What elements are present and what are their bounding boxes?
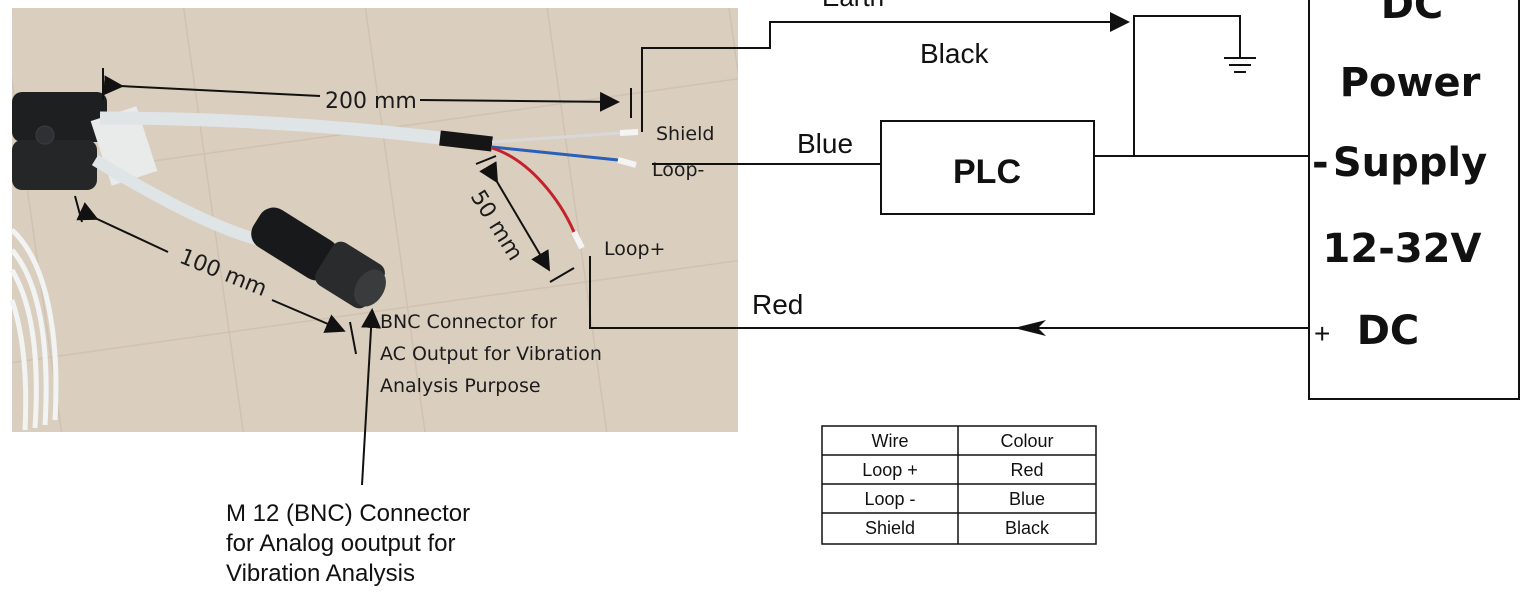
table-cell-wire: Loop + (862, 460, 918, 480)
table-cell-wire: Shield (865, 518, 915, 538)
table-cell-wire: Loop - (864, 489, 915, 509)
branch-cable (91, 154, 262, 246)
power-supply-box (1308, 0, 1520, 400)
loop-plus-label: Loop+ (604, 238, 665, 260)
dim-200-label: 200 mm (325, 89, 417, 114)
plc-box (880, 120, 1095, 215)
m12-callout-line1: M 12 (BNC) Connector (226, 500, 470, 527)
red-label: Red (752, 289, 803, 320)
sensor-body (12, 92, 158, 190)
red-wire (589, 256, 1309, 329)
earth-wire (641, 12, 1130, 132)
table-header-colour: Colour (1000, 431, 1053, 451)
m12-callout-line3: Vibration Analysis (226, 560, 415, 587)
table-header-wire: Wire (872, 431, 909, 451)
main-cable (99, 111, 441, 145)
ground-icon (1133, 15, 1256, 156)
plc-label: PLC (953, 153, 1021, 191)
table-cell-colour: Blue (1009, 489, 1045, 509)
coiled-cable (9, 228, 59, 431)
table-cell-colour: Red (1010, 460, 1043, 480)
earth-label: Earth (822, 0, 884, 12)
dimension-100 (74, 195, 357, 355)
red-wire-arrow (1014, 320, 1046, 336)
wire-colour-table: Wire Colour Loop + Red Loop - Blue Shiel… (821, 425, 1097, 545)
m12-connector (251, 207, 386, 309)
m12-callout-line2: for Analog ooutput for (226, 530, 456, 557)
psu-label-power: Power (1340, 60, 1481, 106)
psu-label-voltage: 12-32V (1323, 226, 1482, 272)
bnc-label-line3: Analysis Purpose (380, 375, 541, 397)
psu-label-supply: Supply (1333, 140, 1487, 186)
dimension-50 (475, 155, 575, 283)
psu-plus-terminal: + (1314, 318, 1330, 349)
dimension-200 (102, 68, 632, 118)
psu-label-dc-top: DC (1381, 0, 1444, 28)
psu-label-dc-bottom: DC (1357, 308, 1420, 354)
blue-label: Blue (797, 128, 853, 159)
m12-callout-arrow (361, 308, 382, 486)
black-label: Black (920, 38, 989, 69)
psu-minus-terminal: - (1312, 140, 1329, 186)
shield-label: Shield (656, 123, 714, 145)
sensor-photo: 200 mm 100 mm 50 mm Shield Loop- Loop+ B… (9, 8, 738, 432)
bnc-label-line2: AC Output for Vibration (380, 343, 602, 365)
table-cell-colour: Black (1005, 518, 1050, 538)
bnc-label-line1: BNC Connector for (380, 311, 557, 333)
loop-minus-label: Loop- (652, 159, 704, 181)
